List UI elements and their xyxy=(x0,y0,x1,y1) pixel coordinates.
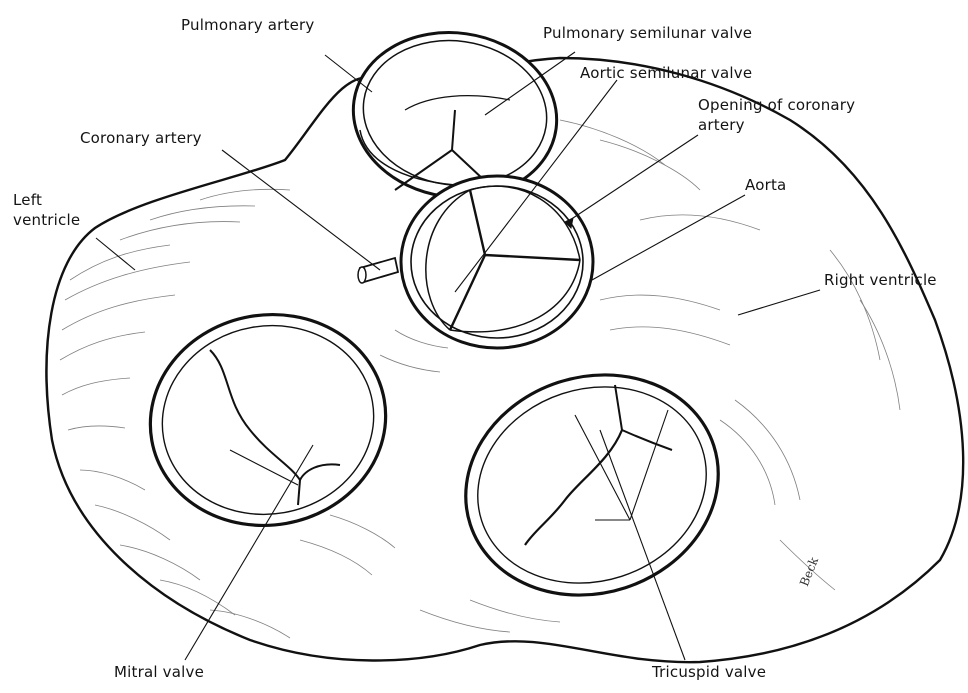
label-pulmonary-artery: Pulmonary artery xyxy=(181,17,314,34)
label-right-ventricle: Right ventricle xyxy=(824,272,937,289)
label-opening-coronary-line1: Opening of coronary xyxy=(698,97,855,114)
label-pulmonary-semilunar-valve: Pulmonary semilunar valve xyxy=(543,25,752,42)
label-left-ventricle-line2: ventricle xyxy=(13,212,80,229)
label-aorta: Aorta xyxy=(745,177,786,194)
label-left-ventricle-line1: Left xyxy=(13,192,42,209)
aorta-ring xyxy=(401,176,593,348)
label-tricuspid-valve: Tricuspid valve xyxy=(652,664,766,681)
label-mitral-valve: Mitral valve xyxy=(114,664,204,681)
label-opening-coronary-line2: artery xyxy=(698,117,745,134)
label-aortic-semilunar-valve: Aortic semilunar valve xyxy=(580,65,752,82)
label-coronary-artery: Coronary artery xyxy=(80,130,202,147)
